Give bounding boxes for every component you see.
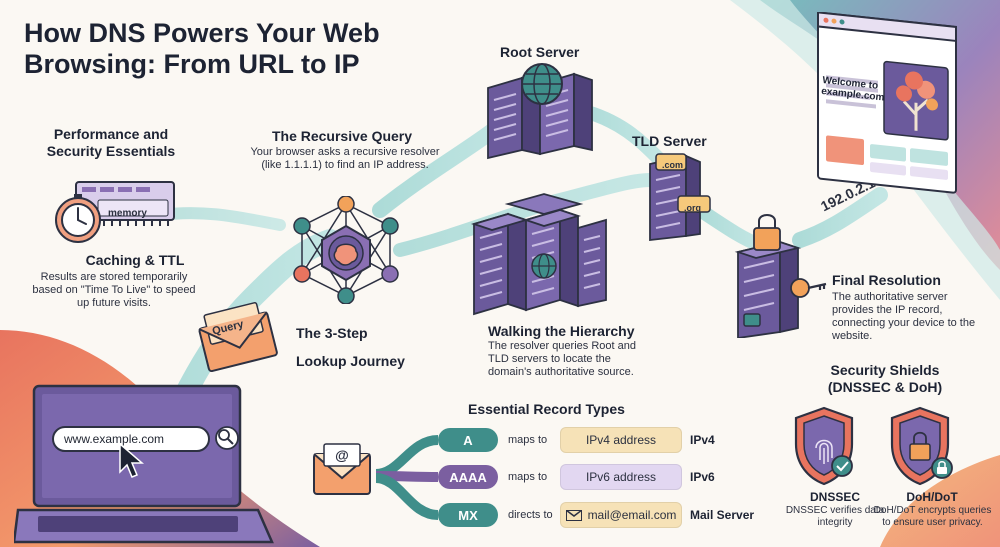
record-type-aaaa: AAAA [438,465,498,489]
caching-text: Results are stored temporarily based on … [32,271,196,309]
root-server-icon [487,63,593,160]
mail-icon [565,509,582,521]
performance-title: Performance and Security Essentials [46,126,176,159]
record-type-mx: MX [438,503,498,527]
resolver-network-icon [293,196,399,304]
authoritative-server-icon [734,214,827,338]
dnssec-shield-icon [794,406,854,486]
record-kind-a: IPv4 [690,433,715,447]
dnssec-title: DNSSEC [809,490,860,504]
security-title: Security Shields (DNSSEC & DoH) [827,362,943,395]
record-kind-aaaa: IPv6 [690,470,715,484]
memory-chip-icon [55,181,175,243]
tld-tag-com: .com [662,160,684,170]
record-target-mx: mail@email.com [560,502,682,528]
tld-server-label: TLD Server [632,133,707,149]
recursive-text: Your browser asks a recursive resolver (… [250,146,440,171]
record-verb-a: maps to [508,434,548,446]
final-title: Final Resolution [832,272,941,288]
svg-text:@: @ [335,447,349,463]
server-cluster-icon [470,193,607,316]
record-type-a: A [438,428,498,452]
doh-shield-icon [890,406,953,486]
record-target-a: IPv4 address [560,427,682,453]
recursive-title: The Recursive Query [271,128,413,144]
journey-subtitle: Lookup Journey [296,353,405,369]
record-kind-mx: Mail Server [690,508,755,522]
record-target-aaaa: IPv6 address [560,464,682,490]
root-server-label: Root Server [500,44,580,60]
mouse-cursor-icon [119,442,145,478]
final-text: The authoritative server provides the IP… [832,291,976,342]
website-window-icon [817,12,957,194]
hierarchy-text: The resolver queries Root and TLD server… [488,340,636,378]
mail-address: mail@email.com [587,508,677,522]
page-title: How DNS Powers Your Web Browsing: From U… [24,18,380,79]
tld-server-icon [649,153,711,242]
blob-bottom-right [880,455,1000,547]
doh-text: DoH/DoT encrypts queries to ensure user … [873,505,992,528]
doh-title: DoH/DoT [906,490,958,504]
stream-to-site [792,187,888,248]
records-title: Essential Record Types [468,401,625,417]
dnssec-text: DNSSEC verifies data integrity [785,505,885,528]
hierarchy-title: Walking the Hierarchy [488,323,635,339]
tld-tag-org: .org [684,203,701,213]
url-input[interactable]: www.example.com [52,426,210,452]
memory-label: memory [108,208,147,219]
record-verb-aaaa: maps to [508,471,548,483]
journey-title: The 3-Step [296,325,368,341]
record-verb-mx: directs to [508,509,553,521]
caching-title: Caching & TTL [85,252,185,268]
record-links-icon: @ [313,435,439,520]
query-envelope-icon [198,302,278,372]
